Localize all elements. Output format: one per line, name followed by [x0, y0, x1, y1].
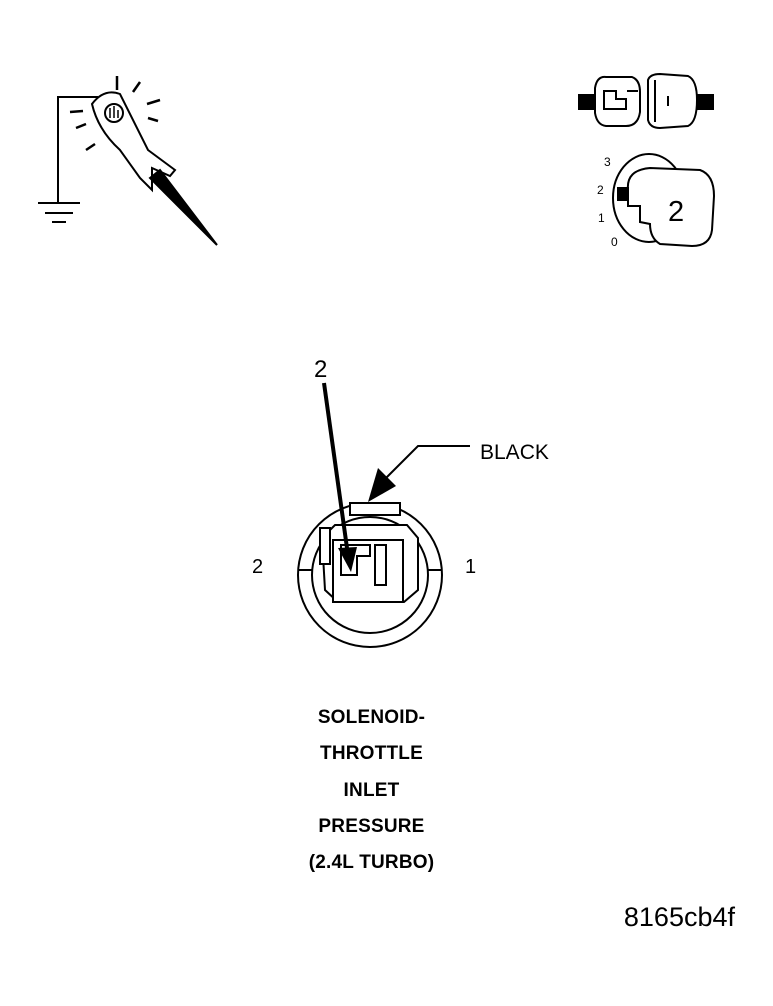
terminal-label-2: 2	[252, 556, 263, 578]
connector-disconnect-icon	[578, 72, 714, 130]
key-scale-label-2: 2	[597, 183, 604, 197]
key-scale-label-0: 0	[611, 235, 618, 249]
connector-face	[297, 502, 443, 648]
cavity-callout-arrow	[322, 382, 357, 572]
caption-line-3: INLET	[343, 780, 400, 801]
key-scale-label-1: 1	[598, 211, 605, 225]
caption-line-1: SOLENOID-	[317, 707, 426, 728]
caption-line-4: PRESSURE	[318, 816, 425, 837]
figure-id: 8165cb4f	[623, 902, 735, 932]
caption-line-5: (2.4L TURBO)	[308, 852, 435, 873]
wire-color-leader	[368, 445, 470, 502]
key-selected-position: 2	[668, 196, 684, 228]
key-scale-label-3: 3	[604, 155, 611, 169]
ignition-key-icon: 3 2 1 0 2	[597, 153, 716, 249]
terminal-label-1: 1	[465, 556, 476, 578]
caption-line-2: THROTTLE	[320, 743, 423, 764]
test-light-icon	[38, 76, 218, 246]
wire-color-label: BLACK	[480, 441, 549, 464]
cavity-callout-number: 2	[314, 356, 327, 383]
